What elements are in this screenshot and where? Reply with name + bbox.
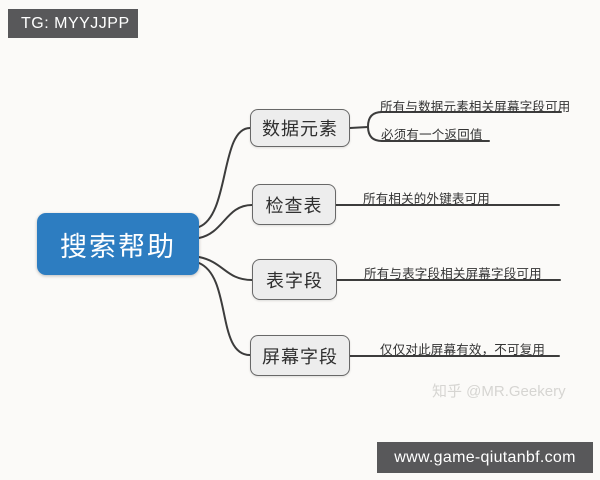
connector-root-to-data-element [198, 127, 251, 228]
mindmap-root-node: 搜索帮助 [37, 213, 199, 275]
connector-root-to-screen-field [198, 262, 251, 356]
zhihu-watermark: 知乎 @MR.Geekery [432, 383, 566, 400]
footer-url-bar: www.game-qiutanbf.com [377, 442, 593, 473]
topic-node-screen-field: 屏幕字段 [250, 335, 350, 376]
topic-node-check-table: 检查表 [252, 184, 336, 225]
tg-badge: TG: MYYJJPP [8, 9, 138, 38]
root-node-label: 搜索帮助 [60, 231, 176, 262]
connector-data-element-stub [349, 126, 369, 129]
topic-label: 数据元素 [262, 119, 338, 139]
connector-root-to-table-field [198, 256, 253, 281]
topic-label: 表字段 [266, 270, 323, 291]
topic-node-table-field: 表字段 [252, 259, 337, 300]
note-screen-field-1: 仅仅对此屏幕有效，不可复用 [380, 343, 546, 357]
topic-label: 检查表 [265, 195, 323, 216]
note-data-element-1: 所有与数据元素相关屏幕字段可用 [380, 100, 571, 114]
topic-label: 屏幕字段 [262, 346, 338, 367]
note-data-element-2: 必须有一个返回值 [381, 128, 483, 142]
topic-node-data-element: 数据元素 [250, 109, 350, 147]
note-check-table-1: 所有相关的外键表可用 [363, 192, 491, 206]
tg-badge-label: TG: MYYJJPP [21, 14, 130, 32]
connector-root-to-check-table [198, 204, 253, 239]
connector-data-element-split-bracket [366, 111, 383, 142]
footer-url-text: www.game-qiutanbf.com [394, 448, 576, 466]
note-table-field-1: 所有与表字段相关屏幕字段可用 [364, 267, 542, 281]
